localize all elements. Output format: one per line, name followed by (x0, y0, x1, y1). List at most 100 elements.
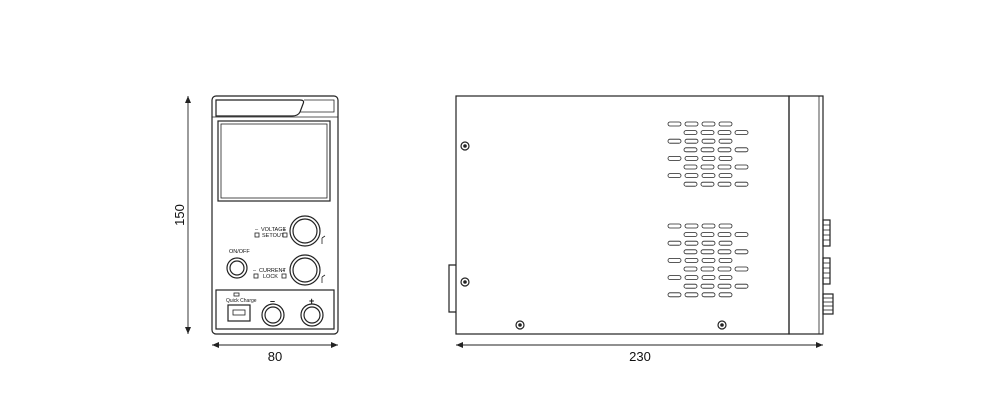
current-minus-label: – (253, 268, 257, 274)
vent-slot (734, 130, 749, 136)
output-section (215, 289, 335, 330)
front-handle-right (300, 99, 335, 113)
vent-slot (734, 249, 749, 255)
vent-slot (684, 292, 699, 298)
vent-slot (734, 283, 749, 289)
vent-slot (700, 130, 715, 136)
vent-slot (700, 283, 715, 289)
vent-slot (683, 164, 698, 170)
plus-terminal[interactable] (303, 306, 321, 324)
power-button-outer[interactable] (226, 257, 248, 279)
vent-slot (684, 257, 699, 263)
vent-slot (683, 181, 698, 187)
vent-slot (717, 266, 732, 272)
vent-slot (684, 275, 699, 281)
plus-terminal-outer[interactable] (300, 303, 324, 327)
voltage-plus-label: + (283, 227, 286, 233)
rear-bump (448, 264, 456, 313)
voltage-label: VOLTAGE (261, 227, 286, 233)
vent-slot (718, 138, 733, 144)
vent-slot (667, 275, 682, 281)
lock-icon (253, 273, 259, 279)
vent-slot (700, 164, 715, 170)
unlock-icon (281, 273, 287, 279)
voltage-minus-label: – (255, 227, 259, 233)
voltage-knob[interactable] (292, 218, 318, 244)
side-knob-voltage (822, 219, 831, 247)
vent-slot (684, 138, 699, 144)
vent-slot (701, 121, 716, 127)
height-dimension: 150 (172, 96, 191, 334)
vent-slot (718, 121, 733, 127)
vent-slot (718, 275, 733, 281)
vent-slot (718, 223, 733, 229)
vent-slot (701, 155, 716, 161)
vent-slot (734, 181, 749, 187)
depth-dimension: 230 (456, 342, 823, 364)
quick-charge-label: Quick Charge (226, 298, 257, 304)
on-off-label: ON/OFF (229, 249, 250, 255)
display-window (217, 120, 331, 202)
vent-slots (667, 121, 749, 298)
vent-slot (684, 155, 699, 161)
vent-slot (667, 138, 682, 144)
voltage-knob-outer[interactable] (289, 215, 321, 247)
current-knob-outer[interactable] (289, 254, 321, 286)
vent-slot (700, 266, 715, 272)
side-housing (455, 95, 790, 335)
front-handle-band (215, 99, 305, 117)
vent-slot (701, 292, 716, 298)
vent-slot (667, 155, 682, 161)
vent-slot (717, 283, 732, 289)
vent-slot (734, 164, 749, 170)
height-value: 150 (172, 204, 187, 226)
current-label: CURRENT (259, 268, 287, 274)
vent-slot (683, 147, 698, 153)
minus-terminal-outer[interactable] (261, 303, 285, 327)
setout-icon-right (282, 232, 288, 238)
vent-slot (717, 147, 732, 153)
vent-slot (701, 138, 716, 144)
vent-slot (667, 257, 682, 263)
vent-slot (700, 232, 715, 238)
vent-slot (734, 147, 749, 153)
arrow-left-icon (456, 342, 463, 348)
side-front-panel (788, 95, 824, 335)
vent-slot (717, 249, 732, 255)
vent-slot (667, 223, 682, 229)
vent-slot (683, 266, 698, 272)
side-knob-current (822, 257, 831, 285)
plus-terminal-label: + (309, 296, 314, 306)
minus-terminal[interactable] (264, 306, 282, 324)
vent-slot (700, 249, 715, 255)
vent-slot (667, 173, 682, 179)
vent-slot (717, 130, 732, 136)
current-plus-label: + (282, 268, 285, 274)
vent-slot (701, 257, 716, 263)
vent-slot (734, 232, 749, 238)
vent-slot (701, 173, 716, 179)
lock-label: LOCK (263, 274, 278, 280)
vent-slot (718, 257, 733, 263)
vent-slot (683, 130, 698, 136)
vent-slot (683, 232, 698, 238)
arrow-right-icon (816, 342, 823, 348)
current-knob[interactable] (292, 257, 318, 283)
vent-slot (684, 173, 699, 179)
usb-port[interactable] (227, 304, 251, 322)
screw-top-left (460, 141, 470, 151)
current-knob-indicator-icon (321, 274, 326, 283)
vent-slot (667, 292, 682, 298)
vent-slot (683, 283, 698, 289)
front-width-dimension: 80 (212, 342, 338, 364)
vent-slot (701, 275, 716, 281)
side-terminal (822, 293, 834, 315)
vent-slot (717, 181, 732, 187)
vent-slot (684, 240, 699, 246)
vent-slot (700, 147, 715, 153)
power-button[interactable] (229, 260, 245, 276)
vent-slot (701, 240, 716, 246)
front-housing (211, 95, 339, 335)
vent-slot (700, 181, 715, 187)
arrow-down-icon (185, 327, 191, 334)
